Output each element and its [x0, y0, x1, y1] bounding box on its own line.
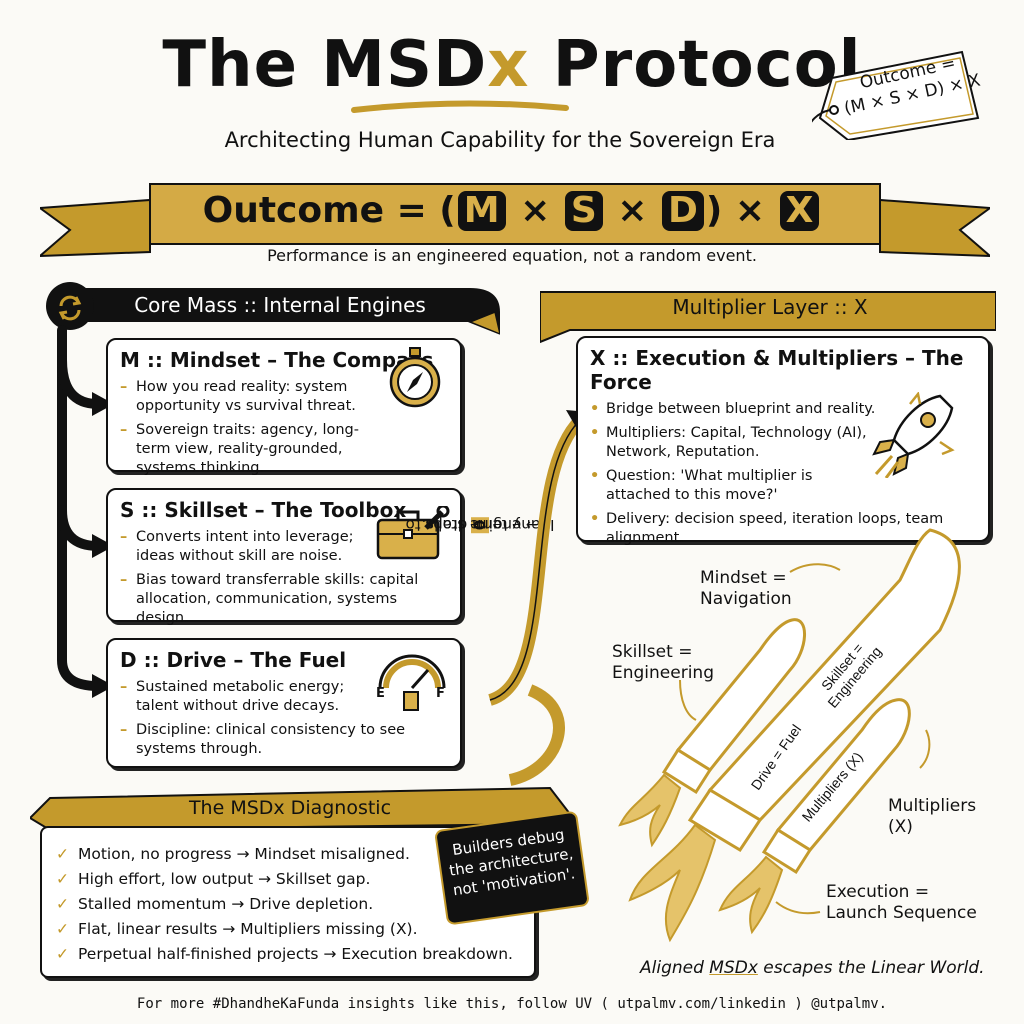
skillset-card-title: S :: Skillset – The Toolbox: [120, 498, 407, 522]
subtitle: Architecting Human Capability for the So…: [224, 128, 776, 152]
footer-credit: For more #DhandheKaFunda insights like t…: [136, 996, 888, 1012]
toolbox-icon: [376, 506, 450, 560]
list-item: Bias toward transferrable skills: capita…: [120, 571, 448, 628]
connector-ribbon: [487, 410, 588, 786]
multiplier-header-label: Multiplier Layer :: X: [672, 295, 868, 319]
formula-equation: Outcome = (M × S × D) × X: [0, 190, 1024, 231]
list-item: Discipline: clinical consistency to see …: [120, 721, 448, 759]
label-mindset: Mindset =Navigation: [700, 568, 792, 609]
s-pill: S: [564, 191, 603, 231]
refresh-icon: [58, 295, 82, 321]
m-pill: M: [457, 191, 506, 231]
list-item: Delivery: decision speed, iteration loop…: [590, 510, 976, 548]
list-item: Converts intent into leverage; ideas wit…: [120, 528, 376, 566]
gauge-full-label: F: [436, 686, 445, 701]
label-execution: Execution =Launch Sequence: [826, 882, 977, 923]
list-item: How you read reality: system opportunity…: [120, 378, 386, 416]
list-item: Bridge between blueprint and reality.: [590, 400, 976, 419]
list-item: Perpetual half-finished projects → Execu…: [56, 942, 520, 967]
drive-card: D :: Drive – The Fuel Sustained metaboli…: [106, 638, 462, 768]
core-header-banner: [46, 282, 500, 335]
list-item: High effort, low output → Skillset gap.: [56, 867, 520, 892]
mindset-card-title: M :: Mindset – The Compass: [120, 348, 434, 372]
core-arrows: [57, 325, 114, 698]
list-item: Flat, linear results → Multipliers missi…: [56, 917, 520, 942]
list-item: Stalled momentum → Drive depletion.: [56, 892, 520, 917]
execution-card-title: X :: Execution & Multipliers – The Force: [590, 346, 964, 394]
compass-icon: [389, 347, 441, 408]
fuel-gauge-icon: [378, 654, 446, 711]
label-multipliers: Multipliers(X): [888, 796, 977, 837]
list-item: Sovereign traits: agency, long-term view…: [120, 421, 386, 478]
page-title: The MSDx Protocol: [162, 28, 862, 102]
list-item: Sustained metabolic energy; talent witho…: [120, 678, 372, 716]
skillset-card: S :: Skillset – The Toolbox Converts int…: [106, 488, 462, 626]
list-item: Multipliers: Capital, Technology (AI), N…: [590, 424, 886, 462]
core-header-label: Core Mass :: Internal Engines: [134, 293, 426, 317]
closing-line: Aligned MSDx escapes the Linear World.: [640, 958, 985, 978]
list-item: Motion, no progress → Mindset misaligned…: [56, 842, 520, 867]
formula-tag: [812, 50, 980, 140]
label-skillset: Skillset =Engineering: [612, 642, 714, 683]
title-underline: [351, 100, 569, 113]
rocket-illustration: Skillset = Engineering Drive = Fuel Mult…: [618, 528, 961, 943]
execution-card: X :: Execution & Multipliers – The Force…: [576, 336, 990, 546]
formula-tagline: Performance is an engineered equation, n…: [267, 246, 757, 265]
d-pill: D: [662, 191, 704, 231]
list-item: Question: 'What multiplier is attached t…: [590, 467, 856, 505]
multiplier-header-banner: [540, 291, 996, 344]
rocket-icon: [872, 392, 955, 478]
drive-card-title: D :: Drive – The Fuel: [120, 648, 347, 672]
gauge-empty-label: E: [376, 686, 385, 701]
x-pill: X: [779, 191, 820, 231]
diagnostic-header: The MSDx Diagnostic: [188, 797, 392, 819]
